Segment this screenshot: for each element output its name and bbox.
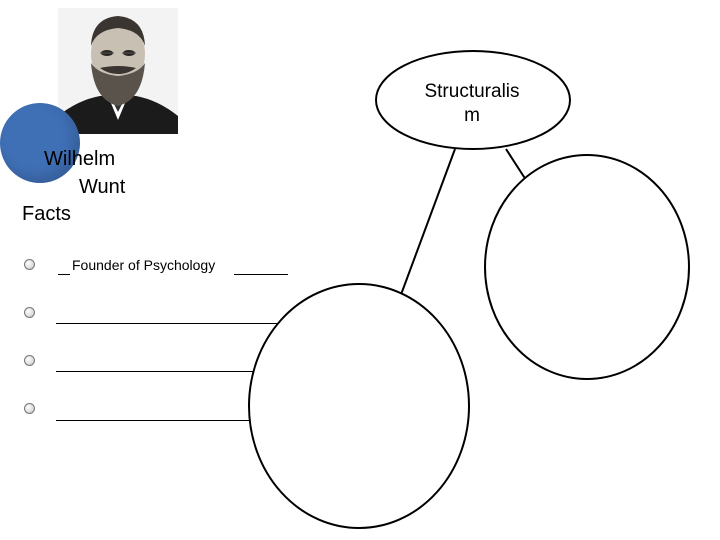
branch-circle-bottom (249, 284, 469, 528)
connector-line-right (506, 149, 526, 180)
branch-circle-right (485, 155, 689, 379)
connector-line-left (399, 149, 455, 300)
center-label-line-2: m (392, 104, 552, 128)
center-label-line-1: Structuralis (392, 80, 552, 104)
center-label: Structuralis m (392, 80, 552, 128)
